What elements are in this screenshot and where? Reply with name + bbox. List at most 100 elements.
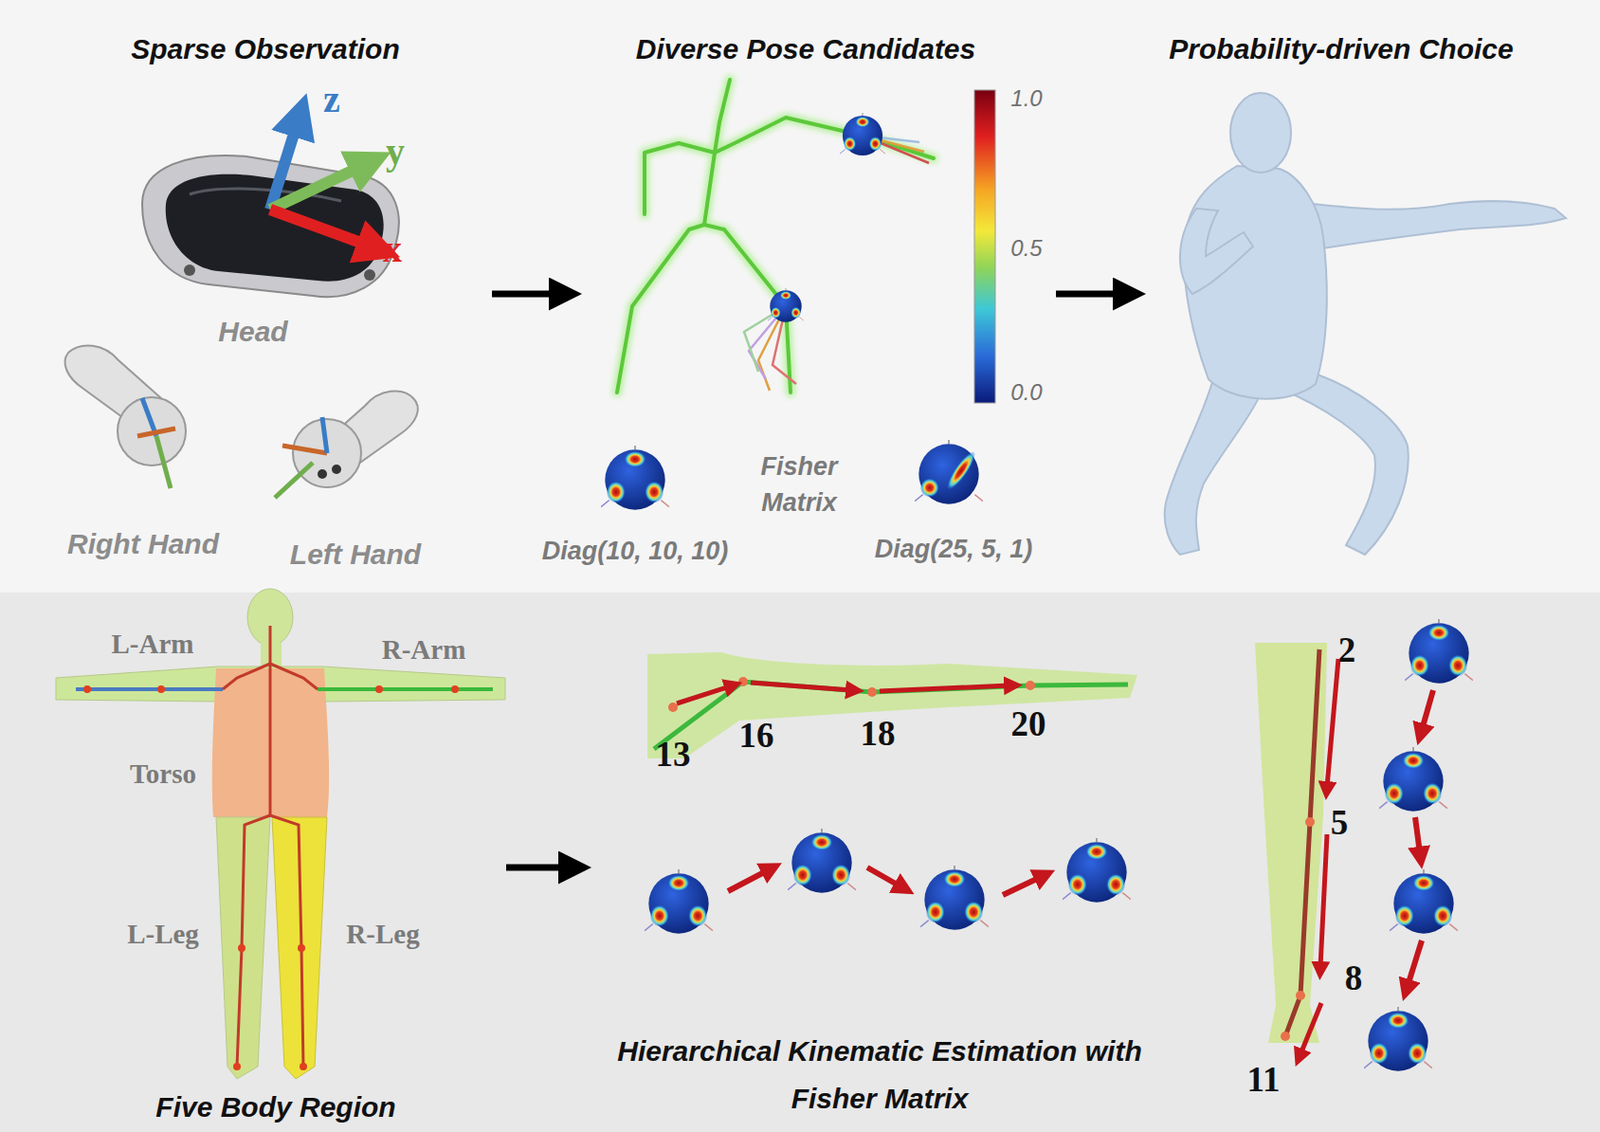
- body-regions: [55, 588, 506, 1079]
- coordinate-axes-part: [270, 209, 366, 245]
- body-regions-part-part: [375, 685, 383, 693]
- arm-sphere-chain-part-part: [727, 870, 768, 891]
- body-regions-part-part: [236, 815, 271, 1067]
- body-regions-part: [317, 687, 493, 691]
- joint-number: 18: [860, 712, 896, 754]
- arm-closeup: [647, 652, 1138, 759]
- figure-panel: Five Body Region: [9, 606, 503, 1128]
- arm-sphere-chain-part-part: [867, 867, 901, 887]
- leg-closeup-part: [1285, 649, 1320, 1037]
- fisher-spheres-part: [914, 439, 983, 505]
- region-label: L-Leg: [127, 918, 200, 950]
- arm-closeup-part: [668, 676, 1036, 712]
- arm-closeup-part-part: [738, 676, 748, 687]
- panel-heading: Hierarchical Kinematic Estimation with F…: [604, 1027, 1155, 1123]
- leg-sphere-chain-part: [1389, 869, 1458, 934]
- leg-sphere-chain-part: [1404, 618, 1473, 684]
- vr-headset: [142, 155, 400, 297]
- left-controller-part: [331, 464, 342, 474]
- joint-number: 5: [1330, 801, 1349, 843]
- body-regions-part-part: [83, 685, 91, 693]
- arm-sphere-chain: [644, 828, 1131, 934]
- leg-sphere-chain-part: [1407, 690, 1434, 986]
- human-mesh: [1164, 92, 1566, 555]
- leg-sphere-chain: [1363, 618, 1473, 1072]
- leg-closeup-part-part: [1300, 1002, 1322, 1055]
- fisher-label: Diag(25, 5, 1): [874, 530, 1034, 567]
- right-controller: [65, 345, 186, 489]
- joint-number: 11: [1247, 1058, 1281, 1100]
- arm-sphere-chain-part: [644, 869, 713, 934]
- leg-closeup-part-part: [1320, 834, 1328, 967]
- arm-sphere-chain-part-part: [1002, 876, 1041, 895]
- arm-closeup-part: [647, 652, 1138, 759]
- leg-closeup-part-part: [1295, 990, 1306, 1000]
- leg-sphere-chain-part: [1379, 746, 1448, 812]
- colorbar-tick: 0.5: [1010, 235, 1042, 262]
- leg-closeup-part-part: [1327, 658, 1339, 787]
- fisher-spheres-part: [600, 445, 670, 510]
- joint-number: 13: [655, 733, 691, 775]
- arm-sphere-chain-part: [1062, 837, 1131, 903]
- joint-number: 8: [1345, 957, 1364, 999]
- panel-heading: Five Body Region: [86, 1083, 466, 1131]
- arm-closeup-part-part: [1025, 680, 1036, 691]
- body-regions-part: [222, 625, 318, 1067]
- coordinate-axes: [270, 127, 366, 245]
- body-regions-part-part: [270, 663, 318, 690]
- body-regions-part-part: [233, 1062, 241, 1071]
- arm-closeup-part-part: [750, 682, 852, 691]
- vr-headset-part: [363, 269, 376, 281]
- region-label: R-Arm: [381, 634, 467, 666]
- arm-closeup-part-part: [879, 685, 1010, 691]
- body-regions-part-part: [237, 944, 246, 952]
- leg-closeup-part-part: [1305, 817, 1315, 827]
- human-mesh-part: [1312, 200, 1566, 249]
- device-label: Head: [218, 315, 288, 348]
- vr-headset-part: [183, 264, 196, 276]
- axis-label: z: [323, 76, 341, 122]
- arm-closeup-part-part: [867, 687, 877, 697]
- leg-closeup-part: [1300, 658, 1339, 1055]
- arm-sphere-chain-part: [920, 865, 989, 930]
- colorbar-tick: 1.0: [1010, 85, 1042, 112]
- device-label: Left Hand: [290, 538, 421, 571]
- figure-panel: Probability-driven Choice: [1132, 9, 1550, 579]
- body-regions-part: [83, 685, 459, 1071]
- leg-closeup-part-part: [1280, 1031, 1291, 1041]
- left-controller-part: [322, 417, 328, 454]
- body-regions-part: [75, 687, 223, 691]
- panel-heading: Sparse Observation: [37, 25, 493, 73]
- human-mesh-part: [1230, 92, 1291, 173]
- arm-closeup-part-part: [668, 702, 678, 712]
- human-mesh-part: [1164, 379, 1261, 555]
- color-bar-part: [974, 90, 996, 403]
- right-controller-part: [137, 428, 176, 437]
- leg-sphere-chain-part: [1363, 1006, 1433, 1072]
- panel-heading: Probability-driven Choice: [1132, 25, 1550, 73]
- joint-number: 20: [1011, 703, 1047, 745]
- leg-sphere-chain-part-part: [1421, 690, 1434, 730]
- human-mesh-part: [1180, 208, 1254, 294]
- pose-skeleton-part: [617, 79, 934, 393]
- panel-heading: Diverse Pose Candidates: [568, 25, 1043, 73]
- joint-number: 16: [739, 714, 775, 756]
- body-regions-part-part: [222, 663, 271, 690]
- pose-skeleton-part: [767, 288, 804, 323]
- leg-sphere-chain-part-part: [1415, 817, 1420, 854]
- pose-skeleton-part-part: [644, 117, 934, 215]
- region-label: Torso: [129, 758, 197, 790]
- right-controller-part: [117, 397, 186, 466]
- leg-closeup: [1254, 642, 1339, 1055]
- body-regions-part-part: [297, 944, 306, 952]
- body-regions-part-part: [270, 815, 304, 1067]
- axis-label: x: [382, 226, 402, 272]
- coordinate-axes-part: [270, 167, 359, 210]
- body-regions-part-part: [451, 685, 459, 693]
- leg-sphere-chain-part-part: [1407, 940, 1422, 986]
- body-regions-part-part: [157, 685, 165, 693]
- pose-skeleton-part: [744, 135, 929, 391]
- human-mesh-part: [1279, 374, 1409, 555]
- pose-skeleton-part-part: [617, 224, 791, 393]
